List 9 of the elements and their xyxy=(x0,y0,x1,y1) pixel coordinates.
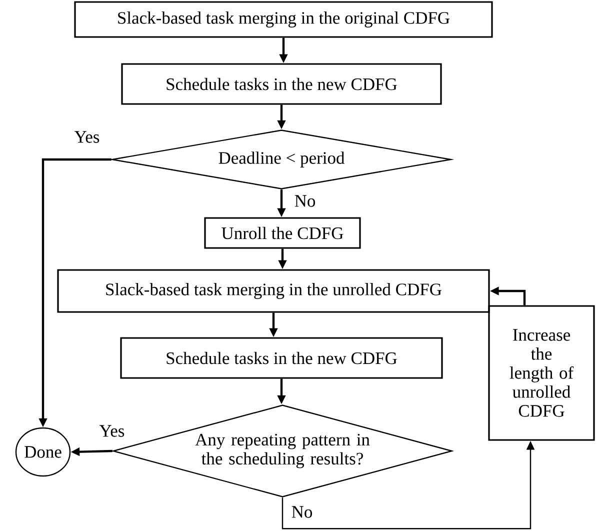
edge-label: No xyxy=(293,194,317,208)
edge-label: No xyxy=(290,505,314,519)
process-box: Schedule tasks in the new CDFG xyxy=(121,63,442,105)
edge-label: Yes xyxy=(73,130,101,144)
process-box: Unroll the CDFG xyxy=(204,217,361,249)
process-box: Schedule tasks in the new CDFG xyxy=(120,337,443,379)
process-box: Increase the length of unrolled CDFG xyxy=(488,305,595,441)
process-box: Slack-based task merging in the original CDFG xyxy=(74,1,493,38)
process-box: Slack-based task merging in the unrolled CDFG xyxy=(57,269,490,313)
